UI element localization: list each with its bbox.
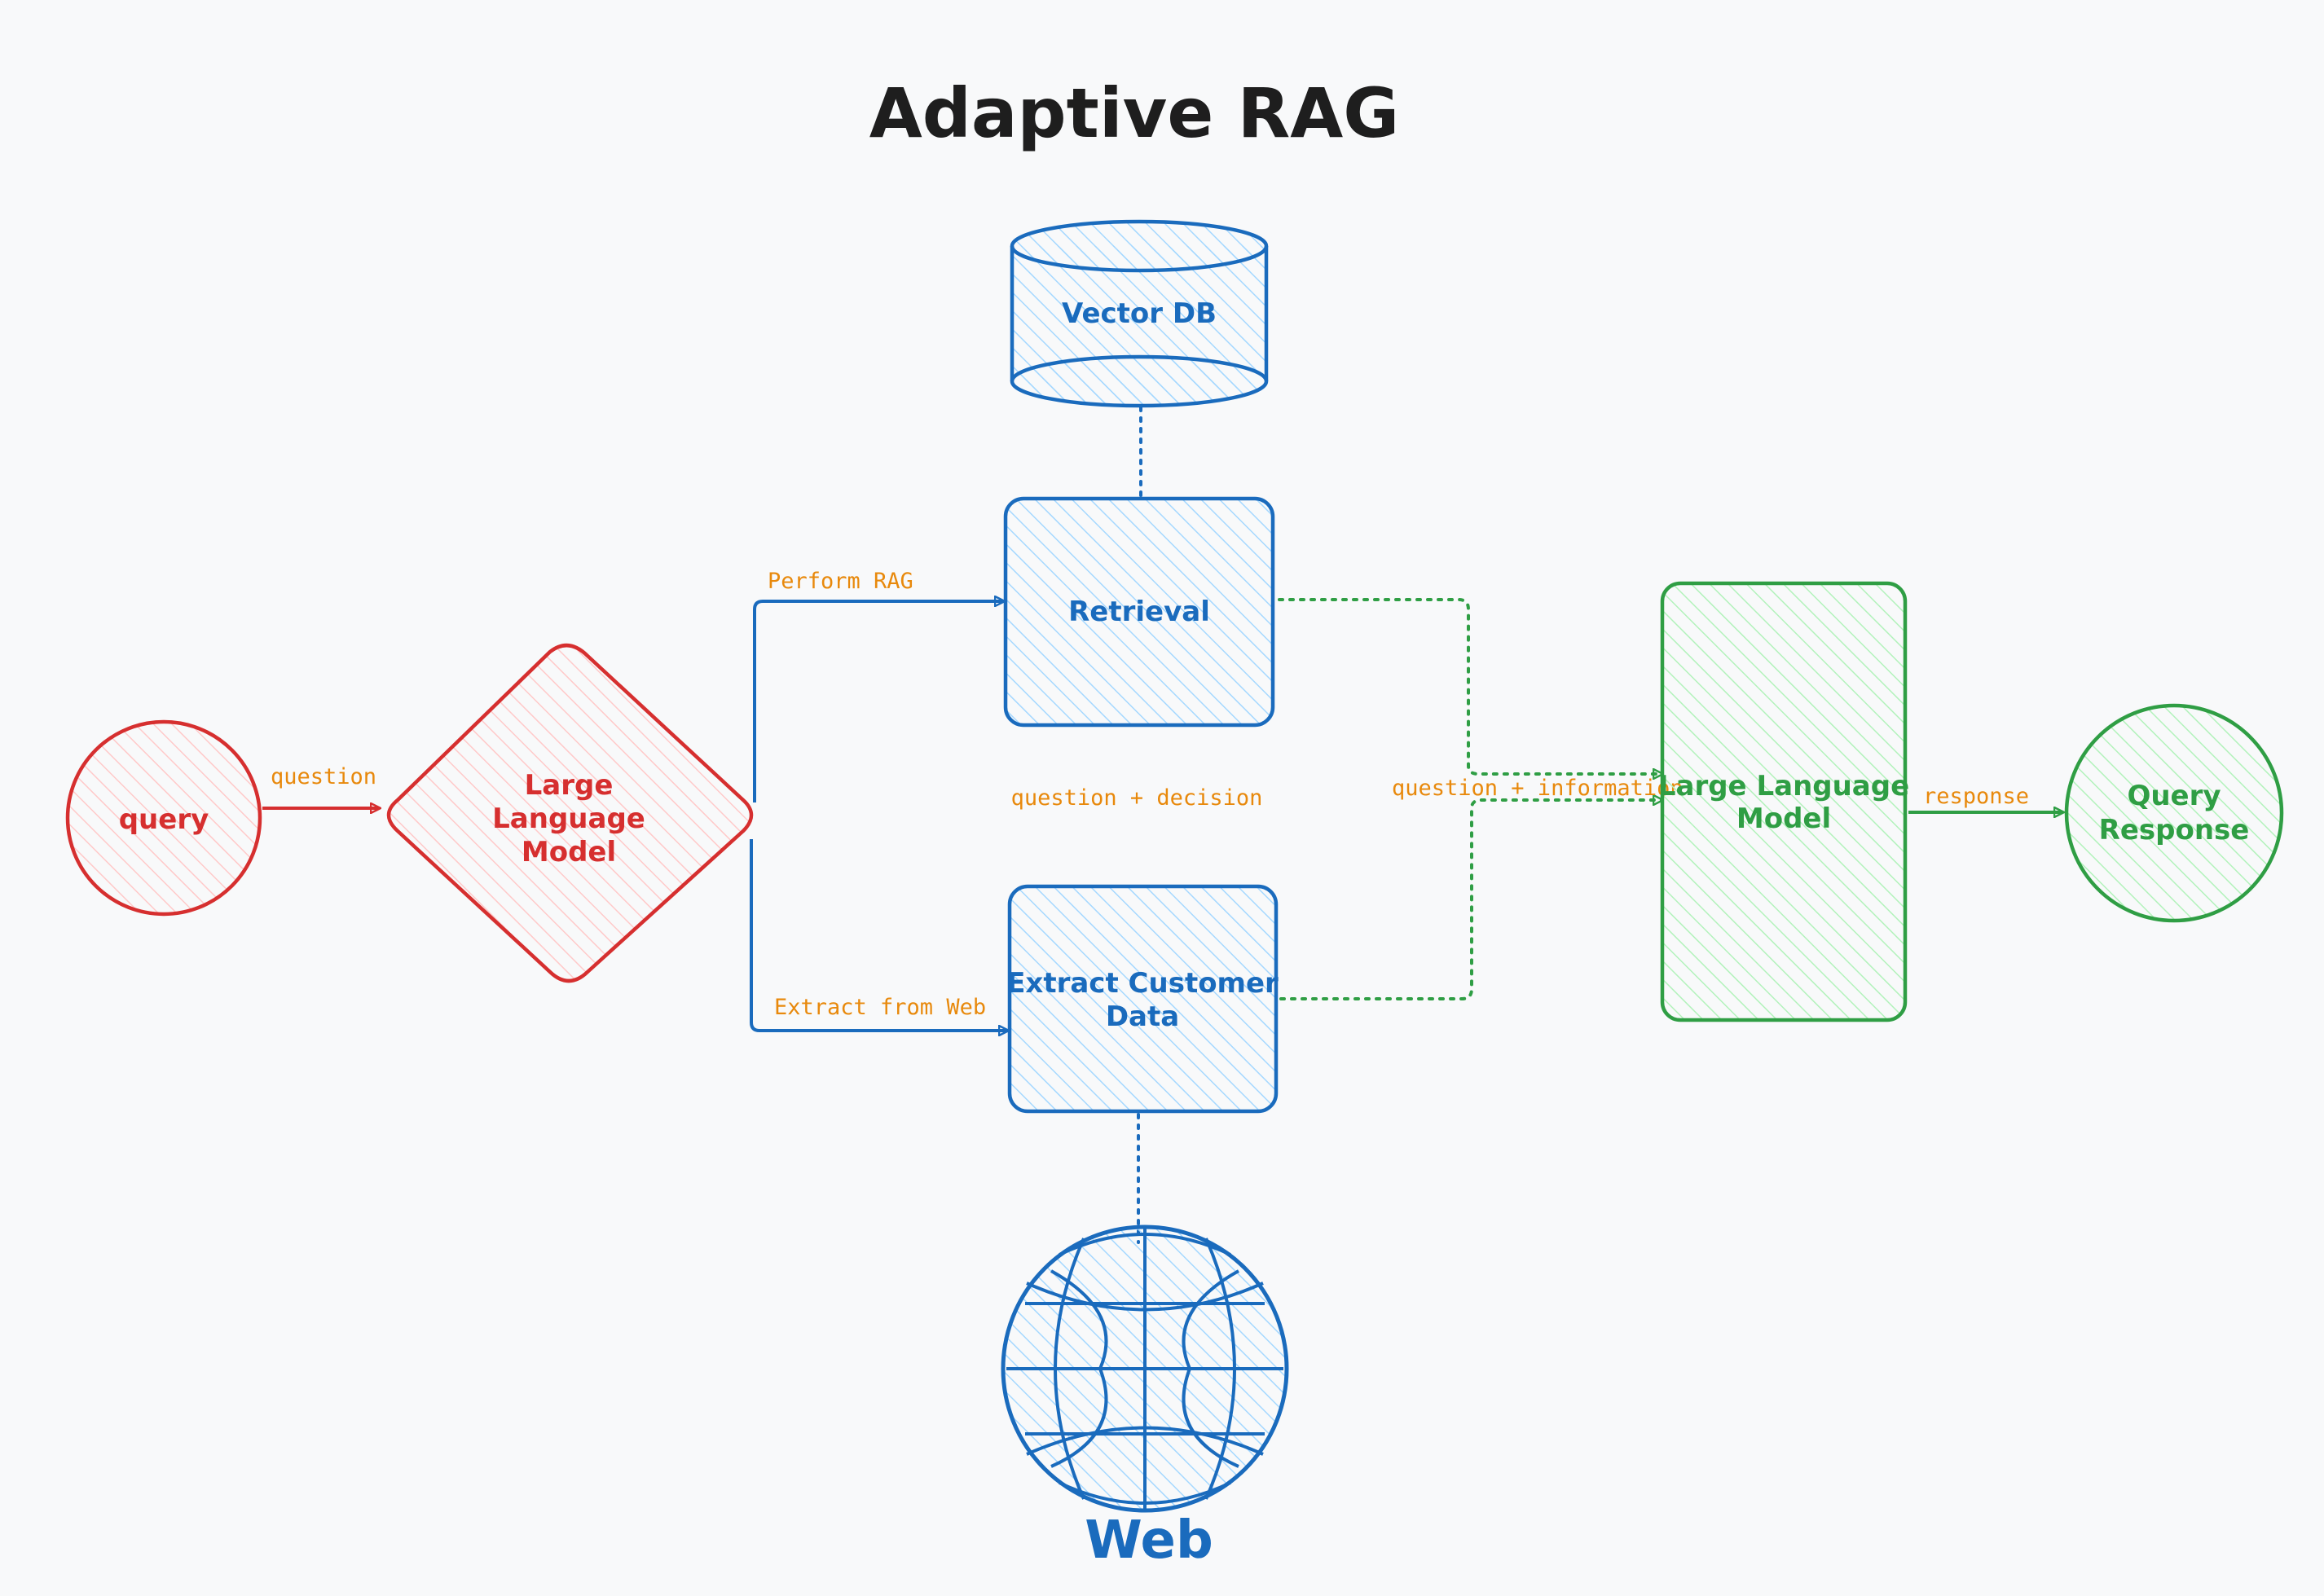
- edge-label-question: question: [271, 764, 376, 789]
- globe-icon: [1001, 1224, 1289, 1513]
- edge-label-response: response: [1923, 784, 2029, 809]
- node-query-response-line1: Query: [2127, 780, 2221, 812]
- node-llm-router-line3: Model: [522, 836, 616, 868]
- node-extract-line2: Data: [1106, 1000, 1179, 1033]
- edge-extract-to-generator: [1279, 800, 1664, 1000]
- edge-label-question-decision: question + decision: [1011, 785, 1263, 811]
- node-extract-customer-data: Extract Customer Data: [1006, 884, 1279, 1114]
- node-llm-generator: Large Language Model: [1658, 581, 1909, 1022]
- edge-llm-to-extract: [750, 839, 1008, 1031]
- node-llm-router-line2: Language: [492, 802, 645, 835]
- node-vector-db: Vector DB: [1010, 219, 1269, 408]
- edge-label-question-information: question + information: [1392, 776, 1684, 801]
- node-query-response: Query Response: [2064, 703, 2284, 923]
- node-web-label: Web: [1085, 1510, 1213, 1571]
- diagram-title: Adaptive RAG: [869, 73, 1400, 153]
- edge-label-extract-from-web: Extract from Web: [774, 995, 986, 1020]
- node-extract-line1: Extract Customer: [1006, 967, 1279, 1000]
- node-retrieval: Retrieval: [1003, 496, 1275, 728]
- edge-llm-to-retrieval: [753, 601, 1004, 802]
- node-query: query: [65, 719, 262, 917]
- node-web: Web: [1001, 1224, 1289, 1571]
- node-llm-generator-line2: Model: [1736, 802, 1831, 835]
- edge-retrieval-to-generator: [1278, 598, 1664, 774]
- node-retrieval-label: Retrieval: [1068, 596, 1210, 628]
- node-query-label: query: [119, 803, 209, 836]
- node-llm-generator-line1: Large Language: [1658, 770, 1909, 802]
- node-vector-db-label: Vector DB: [1062, 297, 1217, 330]
- node-query-response-line2: Response: [2099, 814, 2250, 846]
- edge-label-perform-rag: Perform RAG: [768, 569, 913, 594]
- node-llm-router-line1: Large: [525, 769, 614, 802]
- node-llm-router: Large Language Model: [386, 644, 754, 983]
